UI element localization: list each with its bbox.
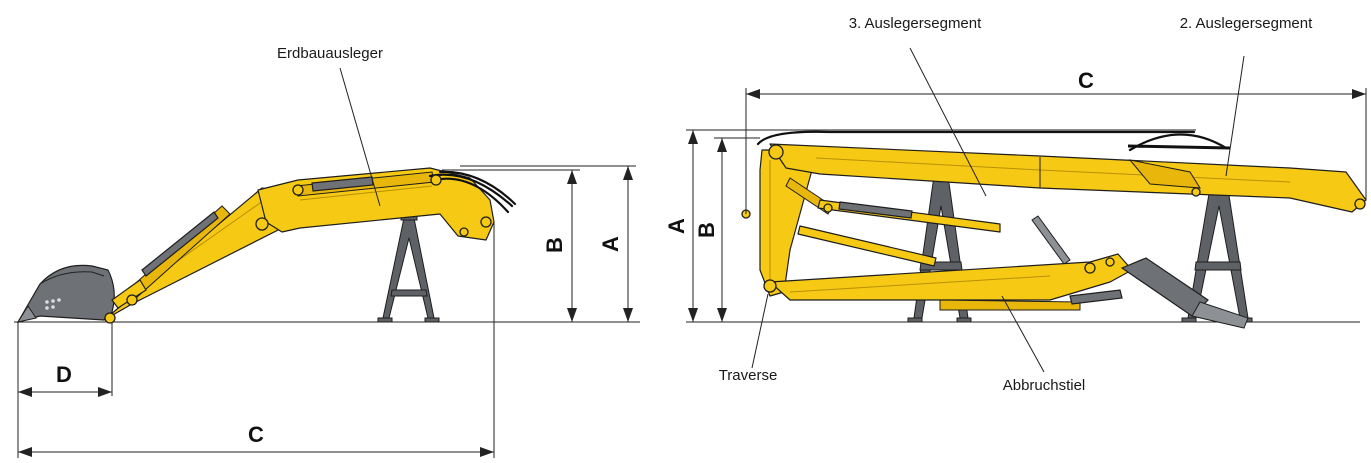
- boom-label: Erdbauausleger: [277, 45, 383, 62]
- left-dim-a-label: A: [598, 236, 623, 252]
- pin-stick-link: [1084, 262, 1096, 274]
- pin-traverse-bottom: [763, 279, 777, 293]
- traverse-leader: [751, 293, 769, 369]
- pin-hammer: [1105, 257, 1115, 267]
- pin-boom-foot: [255, 217, 269, 231]
- pin-bucket: [104, 312, 116, 324]
- traverse: [759, 149, 813, 297]
- left-dim-b-label: B: [542, 237, 567, 253]
- right-diagram: 3. Auslegersegment 2. Auslegersegment Tr…: [664, 15, 1367, 394]
- segment2-leader: [1225, 55, 1245, 177]
- pin-linkage: [126, 294, 138, 306]
- right-dim-b: B: [694, 137, 760, 322]
- segment3-leader: [909, 47, 987, 197]
- left-support-stand: [377, 207, 440, 323]
- pin-segment: [1191, 187, 1201, 197]
- right-dim-a: A: [664, 129, 1196, 322]
- segment2-label: 2. Auslegersegment: [1180, 15, 1313, 32]
- right-hoses: [756, 130, 1231, 152]
- left-dim-a: A: [460, 165, 636, 322]
- left-dim-c-label: C: [248, 422, 264, 447]
- pin-boom-lower: [459, 227, 469, 237]
- right-dim-c: C: [745, 68, 1367, 214]
- pin-boom-base: [480, 216, 492, 228]
- right-strut: [1031, 215, 1071, 265]
- right-dim-a-label: A: [664, 218, 689, 234]
- traverse-cylinder: [797, 225, 937, 267]
- left-dim-c: C: [18, 222, 495, 458]
- right-dim-c-label: C: [1078, 68, 1094, 93]
- stick-leader: [1001, 295, 1045, 373]
- left-dim-b: B: [442, 169, 580, 322]
- segment3-label: 3. Auslegersegment: [849, 15, 982, 32]
- pin-traverse-top: [768, 144, 784, 160]
- right-dim-b-label: B: [694, 222, 719, 238]
- hydraulic-hammer: [1120, 257, 1249, 329]
- left-bucket-linkage: [111, 279, 147, 309]
- pin-cylinder: [430, 174, 442, 186]
- left-dim-d: D: [17, 322, 113, 458]
- stick-label: Abbruchstiel: [1003, 377, 1086, 394]
- boom-label-leader: [339, 67, 381, 207]
- pin-boom-tip: [1354, 198, 1366, 210]
- traverse-label: Traverse: [719, 367, 778, 384]
- right-boom-cylinder: [785, 177, 1001, 233]
- pin-stick-boom: [292, 184, 304, 196]
- boom-segments: [769, 143, 1367, 213]
- demolition-stick: [769, 253, 1133, 311]
- pin-cylinder-a: [823, 203, 833, 213]
- left-dim-d-label: D: [56, 362, 72, 387]
- left-diagram: Erdbauausleger B A D: [14, 45, 640, 458]
- bucket: [16, 264, 115, 323]
